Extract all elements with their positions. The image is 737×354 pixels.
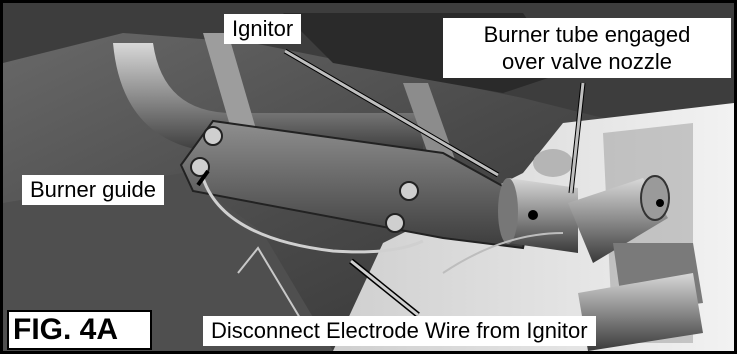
callout-burner-tube-line2: over valve nozzle [502, 49, 672, 74]
callout-burner-guide: Burner guide [22, 175, 164, 205]
callout-burner-tube-line1: Burner tube engaged [483, 22, 691, 47]
callout-burner-tube: Burner tube engaged over valve nozzle [443, 18, 731, 78]
callout-disconnect-electrode: Disconnect Electrode Wire from Ignitor [203, 316, 596, 346]
callout-ignitor: Ignitor [224, 14, 302, 44]
figure-number: FIG. 4A [7, 310, 152, 350]
